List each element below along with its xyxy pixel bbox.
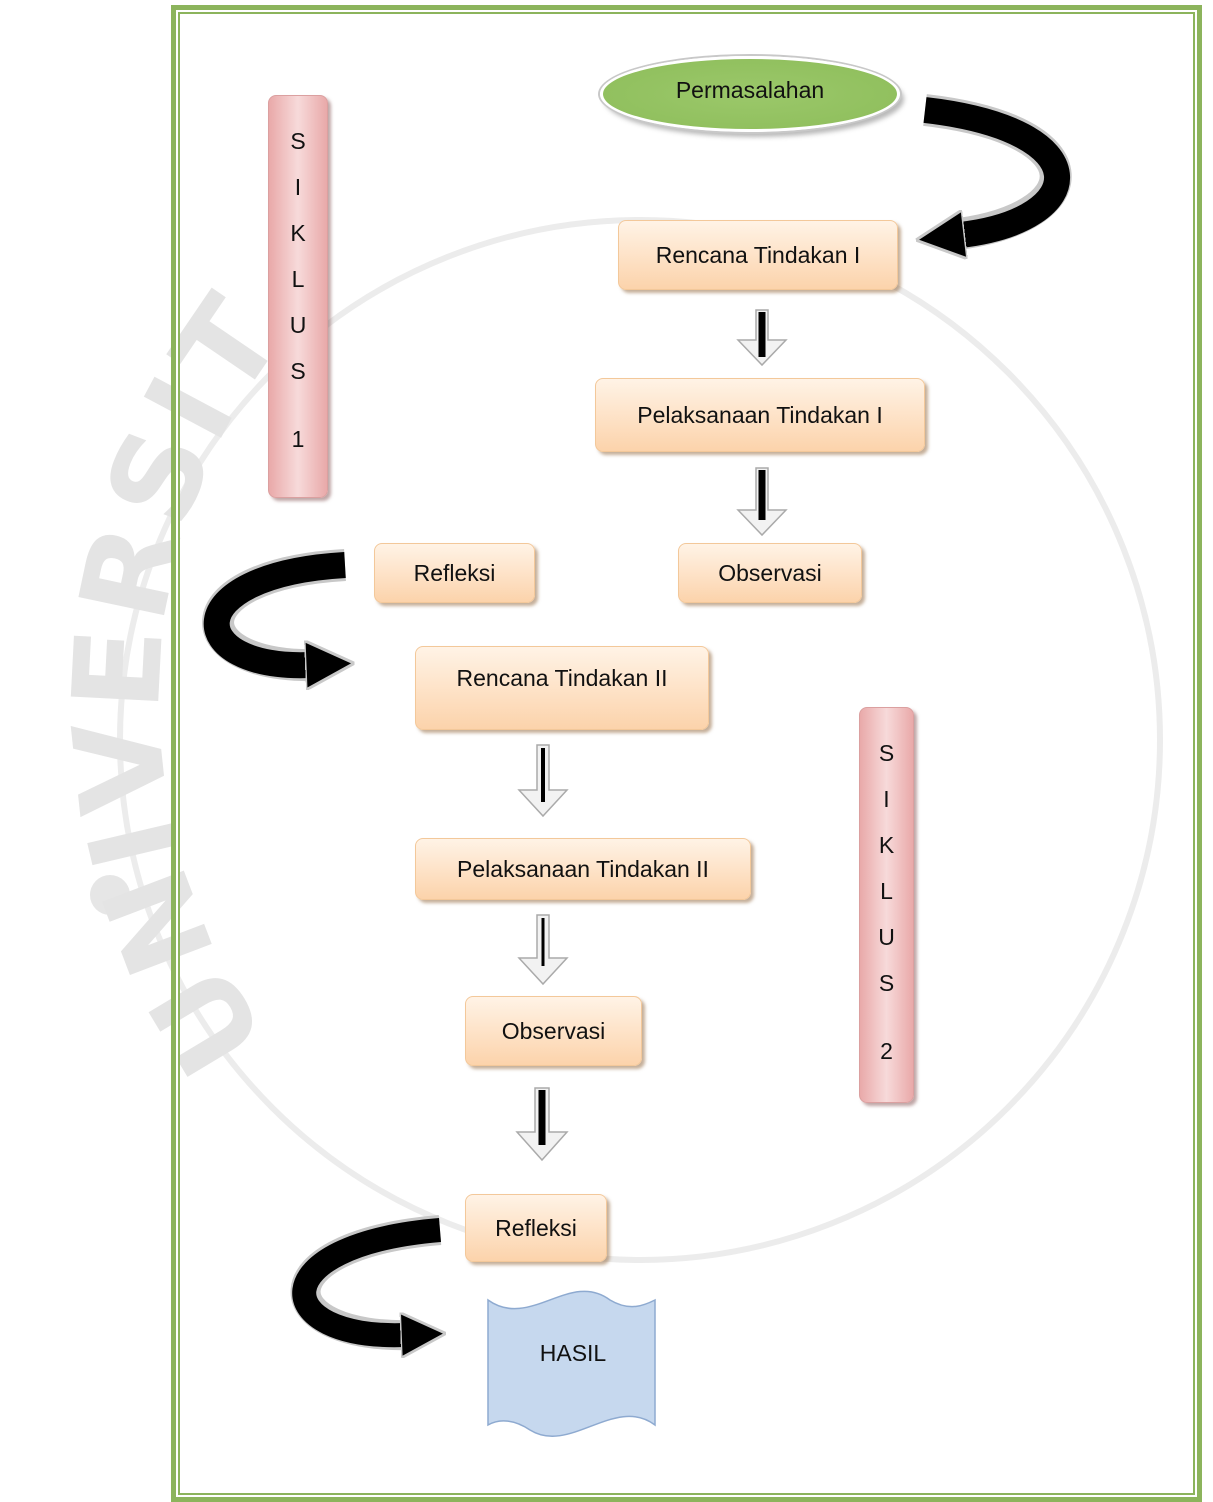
cycle1-reflection-box: Refleksi bbox=[374, 543, 535, 603]
down-arrow-action2-to-observation2 bbox=[517, 914, 569, 986]
result-document-shape bbox=[487, 1290, 656, 1437]
cycle2-label-char: S bbox=[878, 740, 895, 766]
cycle2-action-box: Pelaksanaan Tindakan II bbox=[415, 838, 751, 900]
cycle1-label-char: S bbox=[290, 128, 306, 154]
cycle2-number: 2 bbox=[880, 1038, 893, 1064]
cycle2-observation-box: Observasi bbox=[465, 996, 642, 1066]
down-arrow-observation2-to-reflection2 bbox=[515, 1087, 569, 1162]
cycle2-label-char: K bbox=[878, 832, 895, 858]
cycle1-label-char: I bbox=[294, 174, 302, 200]
cycle2-label-char: L bbox=[880, 878, 893, 904]
cycle2-vertical-label: S I K L U S 2 bbox=[859, 707, 914, 1103]
start-problem-ellipse: Permasalahan bbox=[600, 56, 900, 132]
cycle1-label-char: L bbox=[291, 266, 305, 292]
cycle1-label-char: K bbox=[290, 220, 306, 246]
cycle1-number: 1 bbox=[291, 426, 305, 452]
cycle1-plan-box: Rencana Tindakan I bbox=[618, 220, 898, 290]
down-arrow-action1-to-observation1 bbox=[736, 467, 788, 537]
cycle1-label-char: S bbox=[290, 358, 306, 384]
cycle2-plan-box: Rencana Tindakan II bbox=[415, 646, 709, 730]
result-label: HASIL bbox=[539, 1340, 607, 1366]
cycle2-reflection-box: Refleksi bbox=[465, 1194, 607, 1262]
cycle2-label-char: U bbox=[878, 924, 895, 950]
down-arrow-plan1-to-action1 bbox=[736, 309, 788, 367]
cycle2-label-char: I bbox=[883, 786, 890, 812]
down-arrow-plan2-to-action2 bbox=[517, 744, 569, 818]
cycle1-label-char: U bbox=[289, 312, 307, 338]
cycle1-action-box: Pelaksanaan Tindakan I bbox=[595, 378, 925, 452]
cycle1-observation-box: Observasi bbox=[678, 543, 862, 603]
cycle1-vertical-label: S I K L U S 1 bbox=[268, 95, 328, 498]
cycle2-label-char: S bbox=[878, 970, 895, 996]
